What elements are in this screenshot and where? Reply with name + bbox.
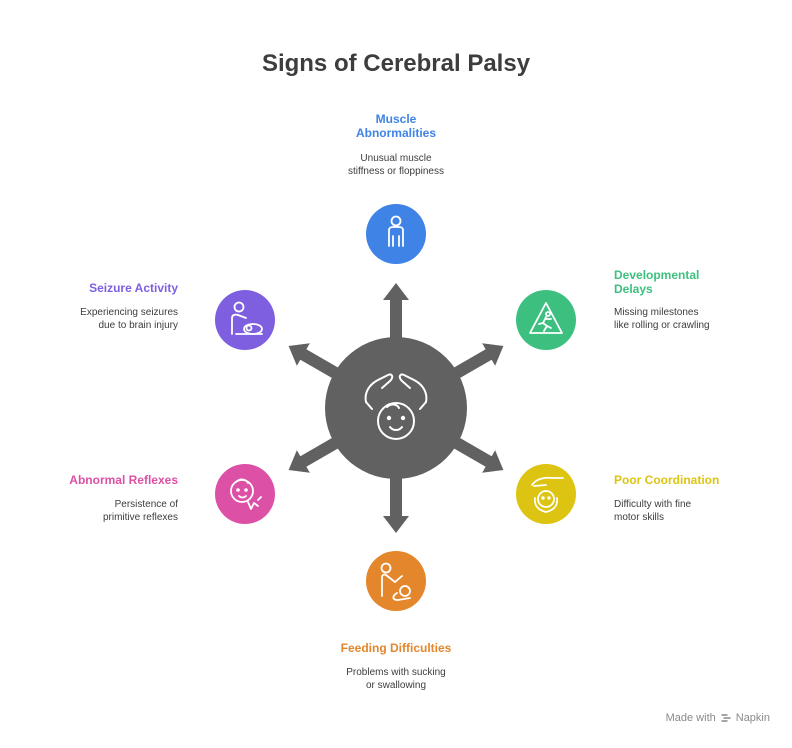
baby-reflex-icon [230,478,262,510]
napkin-logo-icon [721,714,731,722]
warning-triangle-child-icon [529,302,563,334]
muscle-label-line2: Abnormalities [355,126,436,140]
node-poor-coordination [516,464,576,524]
developmental-desc-line2: like rolling or crawling [614,320,710,331]
muscle-label-line1: Muscle [375,112,417,126]
developmental-desc-line1: Missing milestones [614,307,699,318]
developmental-desc: Missing milestones like rolling or crawl… [614,306,764,332]
node-developmental-delays [516,290,576,350]
muscle-desc-line1: Unusual muscle [360,153,432,164]
coordination-label: Poor Coordination [614,473,720,487]
reflexes-desc: Persistence of primitive reflexes [28,498,178,524]
muscle-desc-line2: stiffness or floppiness [348,166,444,177]
arrow-up [383,283,409,346]
made-with-text: Made with [665,712,716,724]
person-lying-icon [231,301,263,335]
reflexes-desc-line1: Persistence of [114,499,178,510]
coordination-desc-line2: motor skills [614,512,665,523]
arrow-down [383,476,409,533]
developmental-label-line1: Developmental [614,268,700,282]
feeding-desc-line1: Problems with sucking [346,667,446,678]
reflexes-label: Abnormal Reflexes [69,473,178,487]
feeding-desc: Problems with sucking or swallowing [306,666,486,692]
node-abnormal-reflexes [215,464,275,524]
coordination-desc-line1: Difficulty with fine [614,499,692,510]
seizure-label: Seizure Activity [89,281,178,295]
seizure-desc: Experiencing seizures due to brain injur… [28,306,178,332]
hands-protecting-baby-icon [364,373,428,440]
coordination-desc: Difficulty with fine motor skills [614,498,764,524]
napkin-brand[interactable]: Made with Napkin [666,712,770,724]
standing-person-icon [388,215,404,247]
muscle-label: Muscle Abnormalities [316,112,476,140]
brand-name: Napkin [735,712,770,724]
diagram-title: Signs of Cerebral Palsy [261,50,531,77]
node-muscle-abnormalities [366,204,426,264]
developmental-label: Developmental Delays [614,268,764,296]
node-feeding-difficulties [366,551,426,611]
muscle-desc: Unusual muscle stiffness or floppiness [316,152,476,178]
seizure-desc-line1: Experiencing seizures [80,307,178,318]
person-feeding-icon [380,562,411,601]
developmental-label-line2: Delays [614,282,653,296]
feeding-label: Feeding Difficulties [340,641,452,655]
seizure-desc-line2: due to brain injury [98,320,179,331]
reflexes-desc-line2: primitive reflexes [102,512,178,523]
hand-over-baby-icon [531,476,564,513]
feeding-desc-line2: or swallowing [365,680,427,691]
hub-node [325,337,467,479]
node-seizure-activity [215,290,275,350]
